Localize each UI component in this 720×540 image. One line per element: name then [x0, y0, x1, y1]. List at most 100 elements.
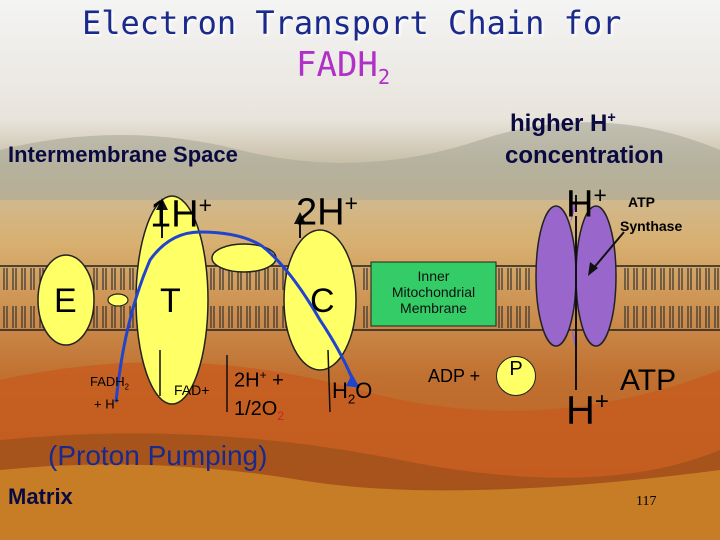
- lipid-tail: [120, 268, 125, 290]
- divider-3: [327, 349, 331, 413]
- lipid-tail: [660, 268, 665, 290]
- lipid-tail: [516, 306, 521, 328]
- lipid-tail: [714, 306, 719, 328]
- lipid-tail: [264, 306, 269, 328]
- lipid-tail: [687, 306, 692, 328]
- lipid-tail: [12, 306, 17, 328]
- quinone-carrier: [107, 293, 129, 307]
- lipid-tail: [111, 306, 116, 328]
- complex-t-label: T: [160, 282, 181, 320]
- lipid-tail: [30, 268, 35, 290]
- lipid-tail: [237, 306, 242, 328]
- electron-path-1: [114, 230, 201, 403]
- higher-h-label: higher H+: [510, 110, 616, 137]
- lipid-tail: [678, 268, 683, 290]
- lipid-tail: [3, 268, 8, 290]
- water-label: H2O: [332, 378, 373, 407]
- lipid-tail: [363, 268, 368, 290]
- lipid-tail: [93, 268, 98, 290]
- electron-path-3: [261, 244, 354, 379]
- lipid-tail: [642, 268, 647, 290]
- o2-label: 1/2O2: [234, 398, 285, 423]
- lipid-tail: [678, 306, 683, 328]
- lipid-tail: [696, 306, 701, 328]
- proton-pumping-label: (Proton Pumping): [48, 440, 268, 471]
- lipid-tail: [219, 306, 224, 328]
- concentration-label: concentration: [505, 142, 664, 169]
- electron-path-2: [199, 230, 263, 248]
- lipid-tail: [624, 268, 629, 290]
- lipid-tail: [705, 306, 710, 328]
- lipid-tail: [498, 268, 503, 290]
- lipid-tail: [633, 268, 638, 290]
- complex-c-label: C: [310, 282, 335, 320]
- lipid-tail: [255, 306, 260, 328]
- adp-label: ADP +: [428, 366, 481, 386]
- lipid-tail: [651, 306, 656, 328]
- lipid-tail: [210, 268, 215, 290]
- lipid-tail: [696, 268, 701, 290]
- lipid-tail: [3, 306, 8, 328]
- h-top-label: H+: [566, 182, 607, 226]
- lipid-tail: [273, 306, 278, 328]
- lipid-tail: [102, 306, 107, 328]
- intermembrane-label: Intermembrane Space: [8, 142, 238, 167]
- lipid-tail: [93, 306, 98, 328]
- lipid-tail: [516, 268, 521, 290]
- proton-1h-label: 1H+: [150, 192, 212, 236]
- lipid-tail: [642, 306, 647, 328]
- lipid-tail: [120, 306, 125, 328]
- lipid-tail: [714, 268, 719, 290]
- complex-e-label: E: [54, 282, 77, 320]
- inner-membrane-box: [370, 261, 497, 327]
- lipid-tail: [246, 306, 251, 328]
- page-number: 117: [636, 494, 657, 509]
- synthase-pointer: [591, 231, 625, 271]
- lipid-tail: [219, 268, 224, 290]
- lipid-tail: [687, 268, 692, 290]
- atp-synthase-left: [535, 205, 577, 347]
- lipid-tail: [12, 268, 17, 290]
- h2-label: 2H+ +: [234, 368, 284, 392]
- lipid-tail: [264, 268, 269, 290]
- complex-c-protein: [283, 229, 357, 371]
- lipid-tail: [507, 268, 512, 290]
- lipid-tail: [498, 306, 503, 328]
- lipid-tail: [669, 268, 674, 290]
- title-line1: Electron Transport Chain for: [82, 4, 622, 42]
- lipid-tail: [651, 268, 656, 290]
- fad-label: FAD+: [174, 382, 210, 398]
- atp-synthase-right: [575, 205, 617, 347]
- lipid-tail: [507, 306, 512, 328]
- atp-label: ATP: [620, 364, 677, 397]
- lipid-tail: [129, 268, 134, 290]
- electron-arrowhead: [346, 374, 360, 388]
- atp-synthase-label-2: Synthase: [620, 218, 683, 234]
- lipid-tail: [210, 306, 215, 328]
- lipid-tail: [111, 268, 116, 290]
- lipid-tail: [21, 268, 26, 290]
- lipid-tail: [624, 306, 629, 328]
- lipid-tail: [525, 268, 530, 290]
- fadh2-label: FADH2: [90, 374, 130, 392]
- lipid-tail: [525, 306, 530, 328]
- proton-2h-label: 2H+: [296, 190, 358, 234]
- fadh2-plus-h-label: + H+: [94, 396, 120, 412]
- lipid-tail: [363, 306, 368, 328]
- lipid-tail: [633, 306, 638, 328]
- title-line2: FADH2: [296, 45, 391, 89]
- h-bottom-label: H+: [566, 388, 609, 433]
- lipid-tail: [228, 306, 233, 328]
- lipid-tail: [669, 306, 674, 328]
- lipid-tail: [705, 268, 710, 290]
- matrix-label: Matrix: [8, 484, 73, 509]
- phosphate-circle: P: [496, 356, 536, 396]
- lipid-tail: [21, 306, 26, 328]
- complex-e-protein: [37, 254, 95, 346]
- lipid-tail: [273, 268, 278, 290]
- atp-synthase-label-1: ATP: [628, 194, 655, 210]
- lipid-tail: [30, 306, 35, 328]
- inner-membrane-label: Inner Mitochondrial Membrane: [391, 268, 476, 316]
- lipid-tail: [660, 306, 665, 328]
